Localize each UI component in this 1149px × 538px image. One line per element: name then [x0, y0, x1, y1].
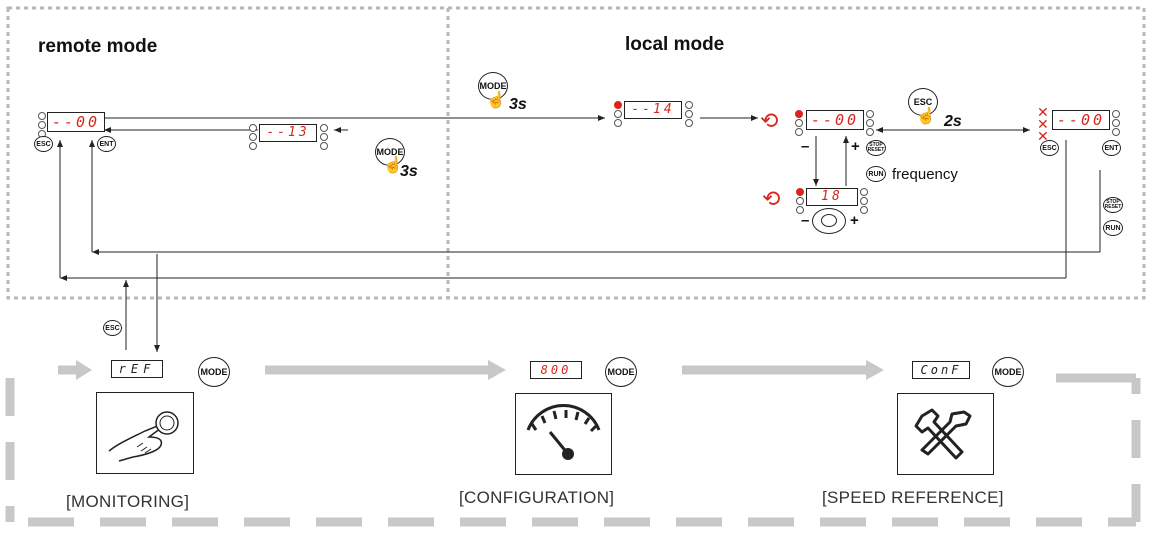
mode-button-menu-1[interactable]: MODE [198, 357, 230, 387]
run-button-right[interactable]: RUN [1103, 220, 1123, 236]
local-mode-title: local mode [625, 34, 725, 55]
local-adjust-leds-right [860, 188, 868, 214]
local-main-leds-right [866, 110, 874, 136]
tools-icon [897, 393, 994, 475]
local-adjust-display: 18 [806, 188, 858, 206]
rotate-icon-adjust: ⟲ [762, 186, 781, 211]
menu-caption-configuration: [CONFIGURATION] [459, 488, 615, 507]
press-hand-icon-esc: ☝ [916, 108, 936, 125]
menu-monitor-display: 800 [530, 361, 582, 379]
local-entry-leds-right [685, 101, 693, 127]
esc-button-menu[interactable]: ESC [103, 320, 122, 336]
dial-plus: + [850, 212, 859, 229]
remote-alt-leds [249, 124, 257, 150]
minus-sign: – [801, 138, 810, 155]
ent-button-remote[interactable]: ENT [97, 136, 116, 152]
esc-button-remote[interactable]: ESC [34, 136, 53, 152]
remote-main-display: --00 [47, 112, 105, 132]
local-adjust-leds [796, 188, 804, 214]
mode-button-menu-3[interactable]: MODE [992, 357, 1024, 387]
rotate-icon-main: ⟲ [760, 108, 779, 133]
remote-status-leds [38, 112, 46, 138]
blink-leds-icon: ✕✕✕ [1037, 104, 1049, 144]
local-right-display: --00 [1052, 110, 1110, 130]
mode-button-remote[interactable]: MODE [375, 138, 405, 166]
mode-button-menu-2[interactable]: MODE [605, 357, 637, 387]
remote-alt-leds-right [320, 124, 328, 150]
menu-ref-display: rEF [111, 360, 163, 378]
frequency-label: frequency [892, 166, 958, 183]
press-hand-icon-local: ☝ [486, 92, 506, 109]
esc-button-right[interactable]: ESC [1040, 140, 1059, 156]
local-main-leds [795, 110, 803, 136]
remote-mode-title: remote mode [38, 36, 158, 57]
menu-caption-monitoring: [MONITORING] [66, 492, 190, 511]
local-main-display: --00 [806, 110, 864, 130]
plus-sign: + [851, 138, 860, 155]
local-entry-display: --14 [624, 101, 682, 119]
press-hand-icon-remote: ☝ [383, 157, 403, 174]
ent-button-right[interactable]: ENT [1102, 140, 1121, 156]
remote-alt-display: --13 [259, 124, 317, 142]
local-entry-leds [614, 101, 622, 127]
mode-hold-local: 3s [509, 96, 527, 113]
esc-hold: 2s [944, 113, 962, 130]
jog-dial-icon[interactable] [812, 208, 846, 234]
dial-minus: – [801, 212, 810, 229]
stop-reset-button-right[interactable]: STOP RESET [1103, 197, 1123, 213]
stop-reset-button-local[interactable]: STOP RESET [866, 140, 886, 156]
esc-button-local[interactable]: ESC [908, 88, 938, 116]
mode-hold-remote: 3s [400, 163, 418, 180]
menu-conf-display: ConF [912, 361, 970, 379]
run-button-local[interactable]: RUN [866, 166, 886, 182]
menu-caption-speed-reference: [SPEED REFERENCE] [822, 488, 1004, 507]
gauge-icon [515, 393, 612, 475]
local-right-leds [1112, 110, 1120, 136]
mode-button-local[interactable]: MODE [478, 72, 508, 100]
hand-dial-icon [96, 392, 194, 474]
